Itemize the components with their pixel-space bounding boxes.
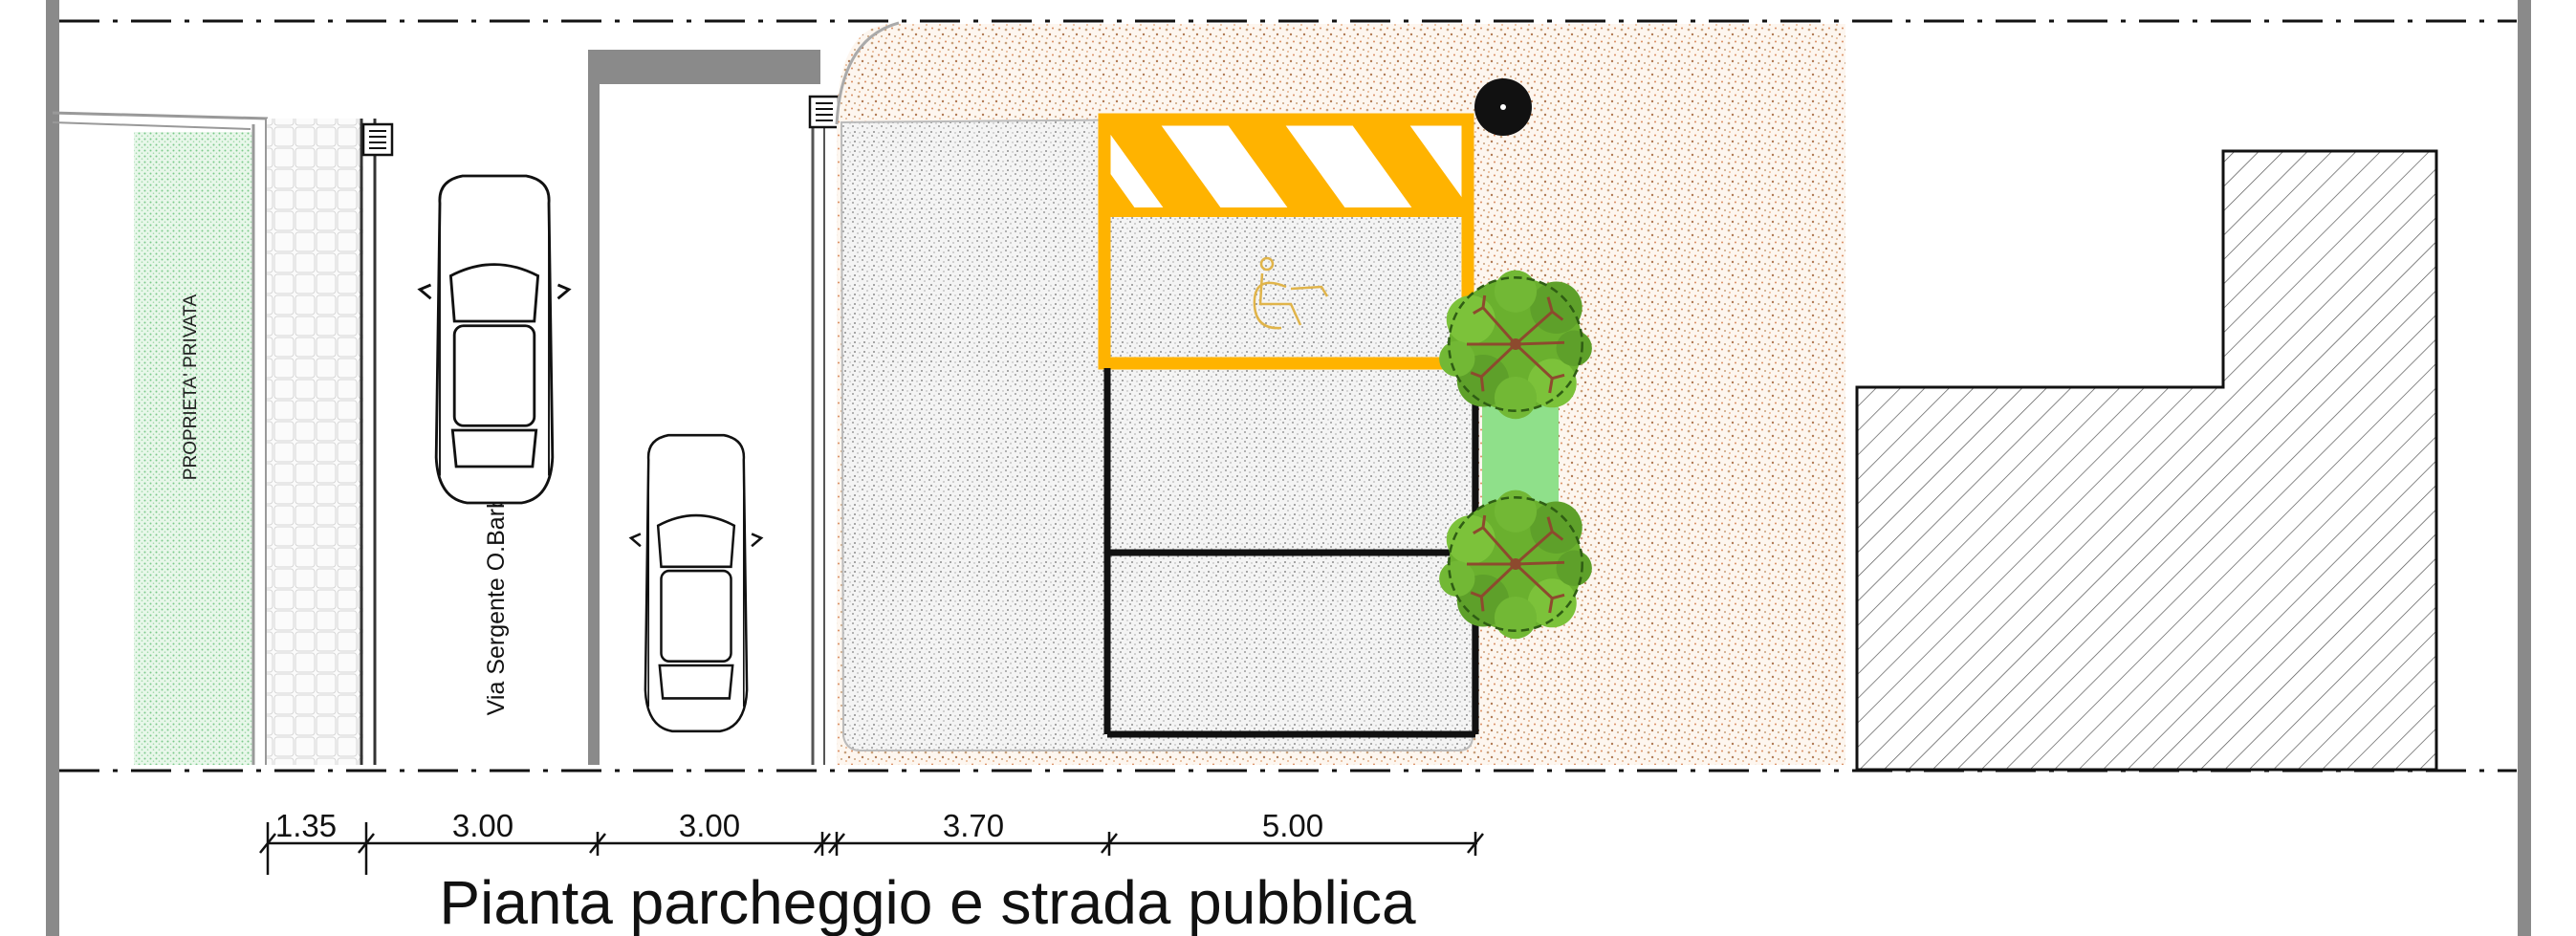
sidewalk-right-strip bbox=[808, 95, 840, 765]
dimension-line bbox=[259, 822, 1484, 875]
private-lawn bbox=[134, 132, 253, 765]
parking-surface bbox=[840, 115, 1474, 751]
dimension-label: 3.70 bbox=[943, 808, 1004, 843]
dimension-label: 3.00 bbox=[679, 808, 740, 843]
dimension-label: 3.00 bbox=[452, 808, 513, 843]
street-label: Via Sergente O.Barbuti bbox=[483, 470, 510, 716]
dimension-label: 1.35 bbox=[275, 808, 337, 843]
drain-grate-icon bbox=[361, 122, 394, 157]
car-icon bbox=[629, 433, 763, 733]
property-lines bbox=[59, 19, 2517, 773]
accessibility-icon bbox=[1253, 256, 1329, 330]
drawing-title: Pianta parcheggio e strada pubblica bbox=[439, 868, 1416, 936]
private-property-area: PROPRIETA' PRIVATA bbox=[52, 111, 269, 765]
dimension-label: 5.00 bbox=[1262, 808, 1323, 843]
car-icon bbox=[418, 174, 571, 505]
private-property-label: PROPRIETA' PRIVATA bbox=[181, 294, 201, 481]
accessible-parking-stall bbox=[1098, 113, 1474, 370]
drain-grate-icon bbox=[808, 95, 840, 129]
road-median bbox=[588, 50, 820, 765]
sidewalk-left bbox=[265, 119, 394, 765]
lamp-post-icon bbox=[1474, 78, 1532, 136]
adjacent-building bbox=[1855, 149, 2438, 772]
